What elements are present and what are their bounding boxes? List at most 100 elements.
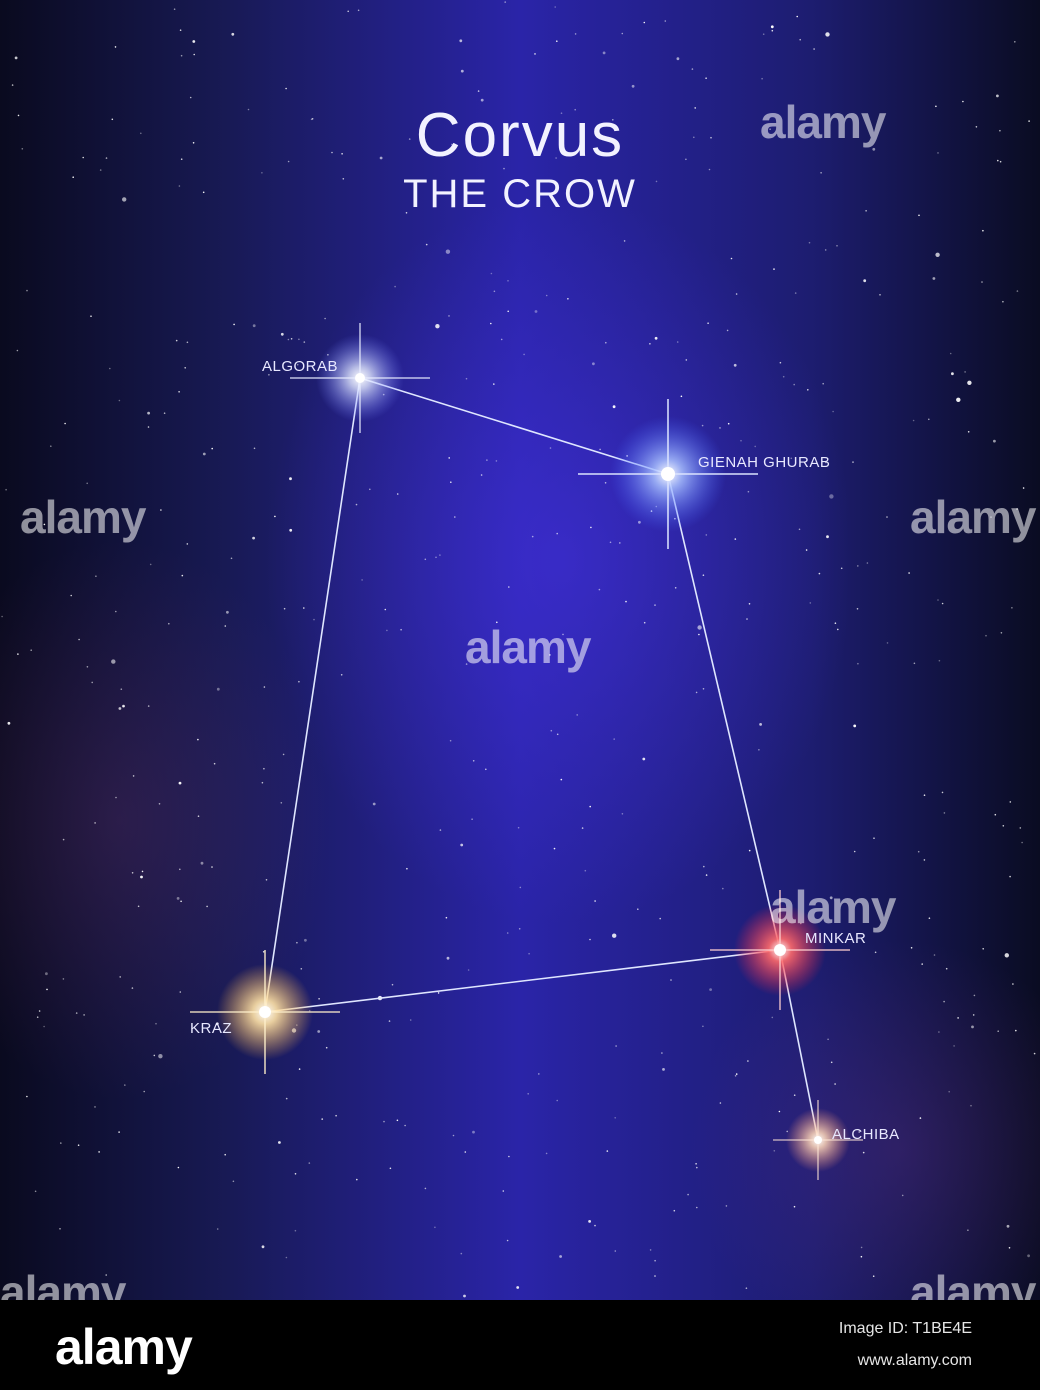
background-star [534, 310, 538, 313]
background-star [111, 118, 114, 121]
background-star [793, 383, 795, 386]
background-star [290, 338, 293, 340]
background-star [313, 618, 315, 621]
background-star [748, 603, 751, 605]
background-star [996, 94, 999, 98]
star-algorab [290, 323, 430, 433]
background-star [200, 861, 204, 865]
background-star [50, 445, 52, 448]
star-label-minkar: MINKAR [805, 930, 867, 947]
background-star [261, 781, 264, 784]
background-star [463, 1294, 466, 1298]
background-star [614, 1250, 617, 1252]
background-star [211, 866, 213, 868]
background-star [975, 126, 978, 128]
background-star [149, 563, 152, 566]
background-star [771, 1016, 774, 1019]
background-star [294, 1229, 297, 1232]
background-star [923, 859, 926, 861]
background-star [612, 405, 616, 409]
background-star [589, 805, 591, 808]
background-star [545, 1152, 548, 1155]
background-star [910, 947, 913, 949]
background-star [141, 870, 144, 873]
background-star [655, 180, 658, 183]
background-star [971, 1025, 974, 1029]
background-star [163, 412, 166, 415]
background-star [518, 928, 521, 930]
background-star [1002, 300, 1004, 303]
background-star [147, 411, 151, 415]
background-star [192, 40, 196, 43]
background-star [111, 659, 116, 664]
background-star [391, 983, 394, 986]
background-star [197, 738, 199, 741]
background-star [613, 738, 615, 740]
background-star [857, 565, 859, 567]
background-star [612, 933, 617, 938]
background-star [941, 602, 944, 605]
background-star [36, 1016, 39, 1018]
background-star [26, 289, 28, 292]
background-star [908, 572, 910, 574]
background-star [389, 1167, 392, 1170]
background-star [664, 20, 667, 22]
background-star [670, 979, 672, 981]
background-star [674, 587, 677, 589]
watermark: alamy [910, 1266, 1036, 1300]
background-stars [1, 1, 1036, 1298]
background-star [825, 461, 827, 464]
background-star [621, 32, 624, 35]
background-star [556, 40, 558, 42]
background-star [873, 837, 875, 839]
background-star [7, 721, 11, 725]
background-star [175, 339, 178, 342]
background-star [94, 822, 96, 824]
background-star [594, 1224, 596, 1227]
constellation-map [1, 1, 1036, 1298]
background-star [588, 1220, 591, 1223]
background-star [865, 210, 867, 212]
background-star [874, 951, 877, 954]
background-star [556, 1099, 558, 1102]
background-star [118, 399, 121, 402]
background-star [769, 128, 771, 130]
background-star [951, 372, 954, 376]
background-star [994, 813, 997, 816]
background-star [480, 474, 483, 476]
background-star [771, 29, 774, 32]
background-star [62, 838, 65, 841]
background-star [464, 1151, 467, 1153]
background-star [160, 509, 162, 511]
background-star [997, 159, 999, 162]
background-star [369, 488, 371, 491]
background-star [886, 642, 889, 644]
background-star [120, 688, 123, 690]
background-star [708, 168, 711, 171]
background-star [318, 998, 320, 1000]
background-star [507, 310, 510, 313]
background-star [452, 1134, 455, 1137]
background-star [762, 33, 765, 35]
background-star [486, 459, 488, 461]
website-url: www.alamy.com [857, 1352, 972, 1369]
background-star [773, 1150, 776, 1152]
background-star [872, 1275, 875, 1277]
background-star [122, 197, 127, 202]
background-star [727, 422, 730, 425]
background-star [408, 138, 411, 140]
background-star [734, 1075, 737, 1077]
background-star [1033, 1052, 1036, 1055]
background-star [91, 681, 93, 684]
background-star [830, 1061, 833, 1064]
background-star [733, 363, 737, 367]
background-star [982, 229, 984, 232]
background-star [304, 938, 307, 942]
background-star [448, 315, 450, 317]
background-star [114, 46, 117, 48]
background-star [1027, 1254, 1030, 1258]
background-star [559, 1255, 562, 1258]
background-star [215, 1022, 219, 1026]
background-star [709, 988, 712, 991]
background-star [247, 108, 250, 111]
